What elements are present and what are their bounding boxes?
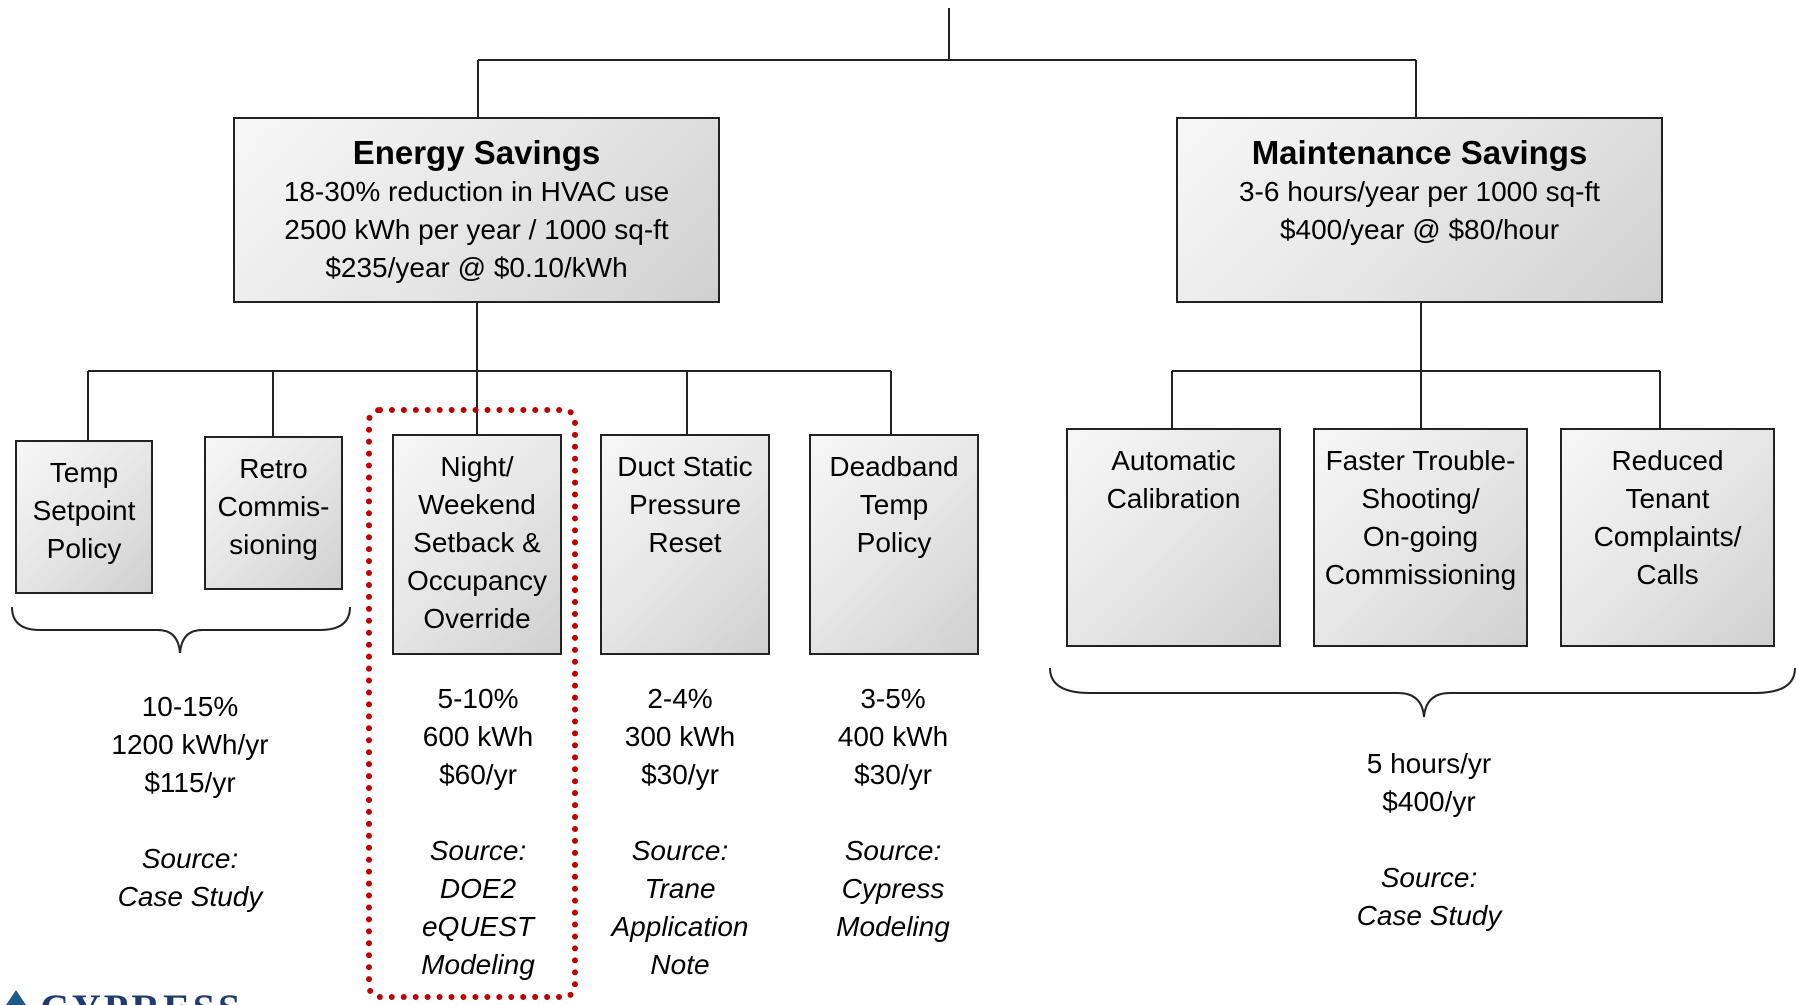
automatic-calibration-box: Automatic Calibration: [1066, 428, 1281, 647]
maintenance-savings-line: 3-6 hours/year per 1000 sq-ft: [1238, 176, 1601, 207]
stat-value: $30/yr: [854, 759, 932, 790]
group1-stats: 10-15% 1200 kWh/yr $115/yr Source: Case …: [90, 688, 290, 916]
stat-value: 10-15%: [141, 691, 239, 722]
leaf-line: Calls: [1636, 559, 1699, 590]
stat-value: 600 kWh: [422, 721, 534, 752]
energy-savings-line: 18-30% reduction in HVAC use: [283, 176, 670, 207]
stat-source: Source:: [429, 835, 527, 866]
stat-source: Case Study: [117, 881, 263, 912]
leaf-line: Night/: [440, 451, 514, 482]
leaf-line: Occupancy: [406, 565, 548, 596]
deadband-temp-policy-box: Deadband Temp Policy: [809, 434, 979, 655]
retro-commissioning-box: Retro Commis- sioning: [204, 436, 343, 590]
leaf-line: Setpoint: [32, 495, 136, 526]
leaf-line: Retro: [239, 453, 308, 484]
energy-savings-line: $235/year @ $0.10/kWh: [325, 252, 628, 283]
stat-value: 300 kWh: [624, 721, 736, 752]
stat-source: DOE2: [439, 873, 517, 904]
stat-value: 1200 kWh/yr: [111, 729, 269, 760]
cypress-logo-icon: [0, 990, 32, 1005]
energy-savings-box: Energy Savings 18-30% reduction in HVAC …: [233, 117, 720, 303]
leaf-line: Setback &: [413, 527, 541, 558]
maintenance-savings-title: Maintenance Savings: [1251, 134, 1588, 171]
energy-savings-line: 2500 kWh per year / 1000 sq-ft: [284, 214, 669, 245]
leaf-line: Faster Trouble-: [1325, 445, 1516, 476]
leaf-line: Reduced: [1611, 445, 1724, 476]
stat-value: 5 hours/yr: [1366, 748, 1492, 779]
stat-value: $30/yr: [641, 759, 719, 790]
maintenance-savings-line: $400/year @ $80/hour: [1279, 214, 1560, 245]
leaf-line: Commissioning: [1324, 559, 1517, 590]
night-stats: 5-10% 600 kWh $60/yr Source: DOE2 eQUEST…: [378, 680, 578, 984]
leaf-line: Complaints/: [1593, 521, 1742, 552]
stat-source: eQUEST: [421, 911, 535, 942]
leaf-line: Weekend: [418, 489, 536, 520]
stat-value: $400/yr: [1382, 786, 1476, 817]
company-logo-text: CYPRESS: [40, 985, 243, 1005]
reduced-tenant-complaints-box: Reduced Tenant Complaints/ Calls: [1560, 428, 1775, 647]
maintenance-savings-box: Maintenance Savings 3-6 hours/year per 1…: [1176, 117, 1663, 303]
stat-source: Case Study: [1356, 900, 1502, 931]
stat-source: Cypress: [841, 873, 945, 904]
stat-source: Note: [650, 949, 710, 980]
stat-source: Modeling: [836, 911, 950, 942]
leaf-line: Calibration: [1106, 483, 1241, 514]
leaf-line: Shooting/: [1361, 483, 1480, 514]
stat-source: Source:: [631, 835, 729, 866]
faster-troubleshooting-box: Faster Trouble- Shooting/ On-going Commi…: [1313, 428, 1528, 647]
duct-static-pressure-reset-box: Duct Static Pressure Reset: [600, 434, 770, 655]
energy-savings-title: Energy Savings: [352, 134, 601, 171]
leaf-line: Automatic: [1111, 445, 1236, 476]
leaf-line: Policy: [46, 533, 122, 564]
stat-source: Source:: [1380, 862, 1478, 893]
night-weekend-setback-box: Night/ Weekend Setback & Occupancy Overr…: [392, 434, 562, 655]
leaf-line: Policy: [856, 527, 932, 558]
stat-source: Source:: [844, 835, 942, 866]
stat-value: 5-10%: [437, 683, 519, 714]
leaf-line: Temp: [49, 457, 119, 488]
temp-setpoint-policy-box: Temp Setpoint Policy: [15, 440, 153, 594]
leaf-line: sioning: [229, 529, 318, 560]
leaf-line: Temp: [859, 489, 929, 520]
leaf-line: Tenant: [1625, 483, 1710, 514]
leaf-line: Deadband: [829, 451, 959, 482]
stat-source: Application: [611, 911, 749, 942]
highlight-frame: [366, 407, 578, 1000]
stat-source: Source:: [141, 843, 239, 874]
stat-value: $115/yr: [144, 767, 236, 798]
leaf-line: Reset: [648, 527, 722, 558]
leaf-line: On-going: [1362, 521, 1479, 552]
stat-value: 400 kWh: [837, 721, 949, 752]
leaf-line: Override: [423, 603, 531, 634]
stat-value: 2-4%: [647, 683, 713, 714]
stat-source: Modeling: [421, 949, 535, 980]
stat-value: $60/yr: [439, 759, 517, 790]
leaf-line: Duct Static: [617, 451, 753, 482]
maintenance-stats: 5 hours/yr $400/yr Source: Case Study: [1329, 745, 1529, 935]
stat-value: 3-5%: [860, 683, 926, 714]
stat-source: Trane: [644, 873, 716, 904]
deadband-stats: 3-5% 400 kWh $30/yr Source: Cypress Mode…: [793, 680, 993, 946]
leaf-line: Pressure: [628, 489, 742, 520]
duct-stats: 2-4% 300 kWh $30/yr Source: Trane Applic…: [580, 680, 780, 984]
leaf-line: Commis-: [217, 491, 330, 522]
